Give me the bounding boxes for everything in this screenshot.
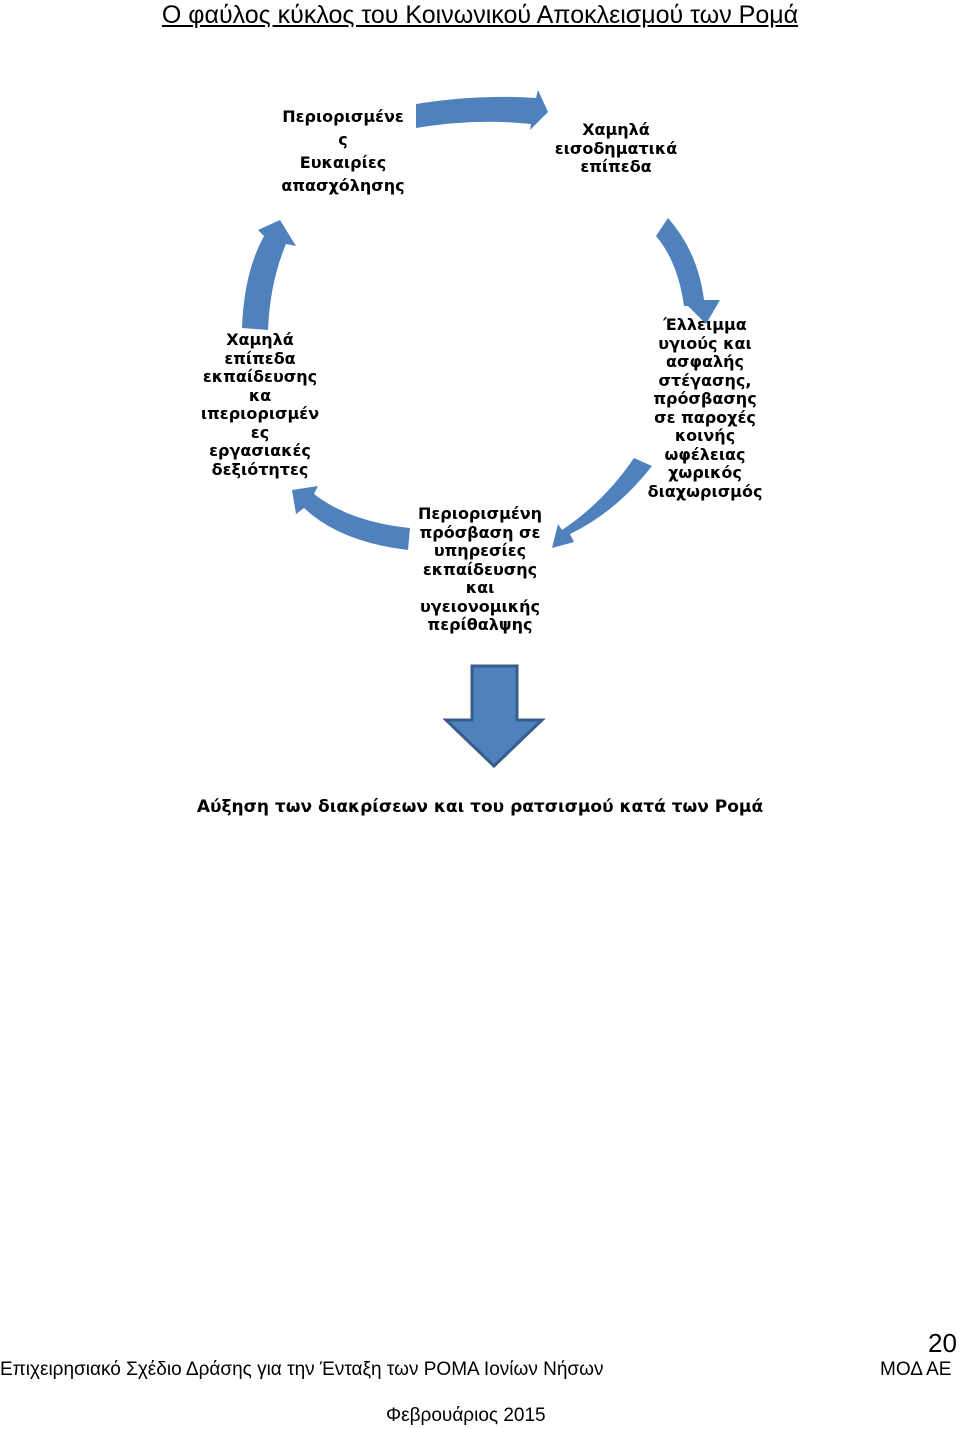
cycle-node-employment-line: Ευκαιρίες [299, 153, 387, 172]
cycle-node-housing-line: στέγασης, [658, 370, 752, 390]
cycle-node-education-line: επίπεδα [224, 348, 296, 368]
document-date: Φεβρουάριος 2015 [386, 1405, 546, 1426]
cycle-node-housing-line: ωφέλειας [664, 444, 746, 464]
cycle-node-services-line: εκπαίδευσης [422, 559, 538, 579]
cycle-node-income-line: Χαμηλά [582, 120, 650, 139]
cycle-node-housing-line: ασφαλής [666, 352, 744, 371]
cycle-node-education-line: Χαμηλά [226, 330, 294, 349]
cycle-node-services-line: υγειονομικής [420, 596, 540, 616]
cycle-node-education-line: εργασιακές [209, 441, 311, 460]
cycle-node-housing-line: πρόσβασης [653, 389, 757, 408]
page-number: 20 [928, 1328, 957, 1358]
cycle-node-education-line: ες [250, 422, 270, 442]
cycle-arrow-income-to-housing [656, 218, 720, 324]
cycle-node-housing-line: χωρικός [668, 463, 742, 482]
cycle-arrow-employment-to-income [416, 90, 548, 130]
cycle-arrow-housing-to-services [552, 458, 652, 548]
conclusion-text: Αύξηση των διακρίσεων και του ρατσισμού … [196, 797, 764, 817]
cycle-node-housing-line: κοινής [674, 426, 736, 445]
page-title: Ο φαύλος κύκλος του Κοινωνικού Αποκλεισμ… [161, 1, 799, 29]
cycle-node-education-line: ιπεριορισμέν [200, 404, 320, 423]
cycle-node-employment-line: ς [338, 130, 348, 149]
cycle-node-income-line: επίπεδα [580, 157, 652, 176]
organization-name: ΜΟΔ ΑΕ [880, 1359, 952, 1380]
cycle-node-services-line: πρόσβαση σε [419, 522, 541, 542]
cycle-node-education-line: κα [248, 385, 272, 405]
down-arrow-icon [442, 664, 546, 769]
cycle-node-employment-line: απασχόλησης [281, 176, 405, 195]
cycle-node-services-line: και [465, 578, 495, 597]
cycle-diagram [242, 90, 720, 769]
cycle-node-services-line: Περιορισμένη [417, 504, 543, 523]
cycle-node-housing-line: Έλλειμμα [663, 315, 747, 334]
cycle-arrow-education-to-employment [242, 220, 296, 330]
document-title: Επιχειρησιακό Σχέδιο Δράσης για την Έντα… [0, 1359, 604, 1380]
cycle-arrow-services-to-education [292, 486, 410, 550]
cycle-node-services-line: υπηρεσίες [433, 541, 527, 560]
cycle-node-employment-line: Περιορισμένε [282, 107, 404, 126]
cycle-node-housing-line: υγιούς και [658, 333, 752, 353]
cycle-node-income-line: εισοδηματικά [554, 138, 678, 158]
cycle-node-housing-line: σε παροχές [654, 407, 756, 427]
cycle-node-services-line: περίθαλψης [427, 615, 533, 634]
cycle-node-education-line: εκπαίδευσης [202, 367, 318, 386]
cycle-node-housing-line: διαχωρισμός [647, 481, 763, 501]
cycle-node-education-line: δεξιότητες [211, 459, 309, 479]
